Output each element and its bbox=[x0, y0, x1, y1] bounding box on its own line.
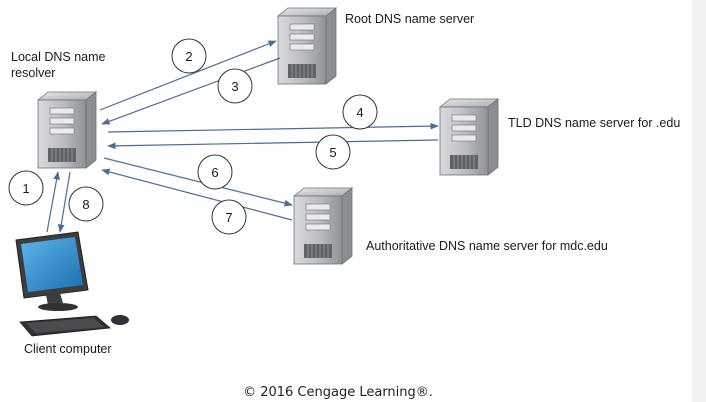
tld-server-label: TLD DNS name server for .edu bbox=[508, 116, 680, 130]
arrow-step-1 bbox=[46, 171, 60, 233]
auth-server-icon bbox=[293, 187, 353, 265]
step-circle-4: 4 bbox=[342, 94, 378, 130]
step-circle-8: 8 bbox=[68, 186, 104, 222]
arrow-step-7 bbox=[101, 168, 293, 221]
arrow-step-6 bbox=[103, 157, 293, 207]
local-resolver-label-line1: Local DNS name bbox=[11, 50, 106, 64]
step-number: 7 bbox=[225, 210, 232, 225]
step-circle-6: 6 bbox=[197, 154, 233, 190]
root-server-label: Root DNS name server bbox=[345, 12, 474, 26]
step-number: 6 bbox=[211, 165, 218, 180]
auth-server-label: Authoritative DNS name server for mdc.ed… bbox=[366, 239, 608, 253]
arrow-step-3 bbox=[101, 57, 281, 125]
step-circle-1: 1 bbox=[8, 170, 44, 206]
step-circle-7: 7 bbox=[211, 199, 247, 235]
root-server-icon bbox=[277, 7, 337, 85]
right-margin-strip bbox=[692, 0, 706, 402]
step-number: 4 bbox=[356, 105, 363, 120]
client-computer-label: Client computer bbox=[24, 342, 112, 356]
step-number: 5 bbox=[329, 145, 336, 160]
step-circle-3: 3 bbox=[217, 68, 253, 104]
tld-server-icon bbox=[439, 98, 499, 176]
step-circle-5: 5 bbox=[315, 134, 351, 170]
step-circle-2: 2 bbox=[171, 38, 207, 74]
arrow-step-8 bbox=[57, 171, 71, 233]
step-number: 2 bbox=[185, 49, 192, 64]
local-resolver-server-icon bbox=[37, 91, 97, 169]
client-computer-icon bbox=[15, 231, 129, 337]
arrow-step-2 bbox=[99, 40, 277, 111]
step-number: 3 bbox=[231, 79, 238, 94]
copyright-notice: © 2016 Cengage Learning®. bbox=[243, 385, 433, 400]
step-number: 1 bbox=[22, 181, 29, 196]
step-number: 8 bbox=[82, 197, 89, 212]
local-resolver-label-line2: resolver bbox=[11, 66, 55, 80]
arrow-step-5 bbox=[107, 139, 439, 150]
arrow-step-4 bbox=[107, 122, 439, 133]
